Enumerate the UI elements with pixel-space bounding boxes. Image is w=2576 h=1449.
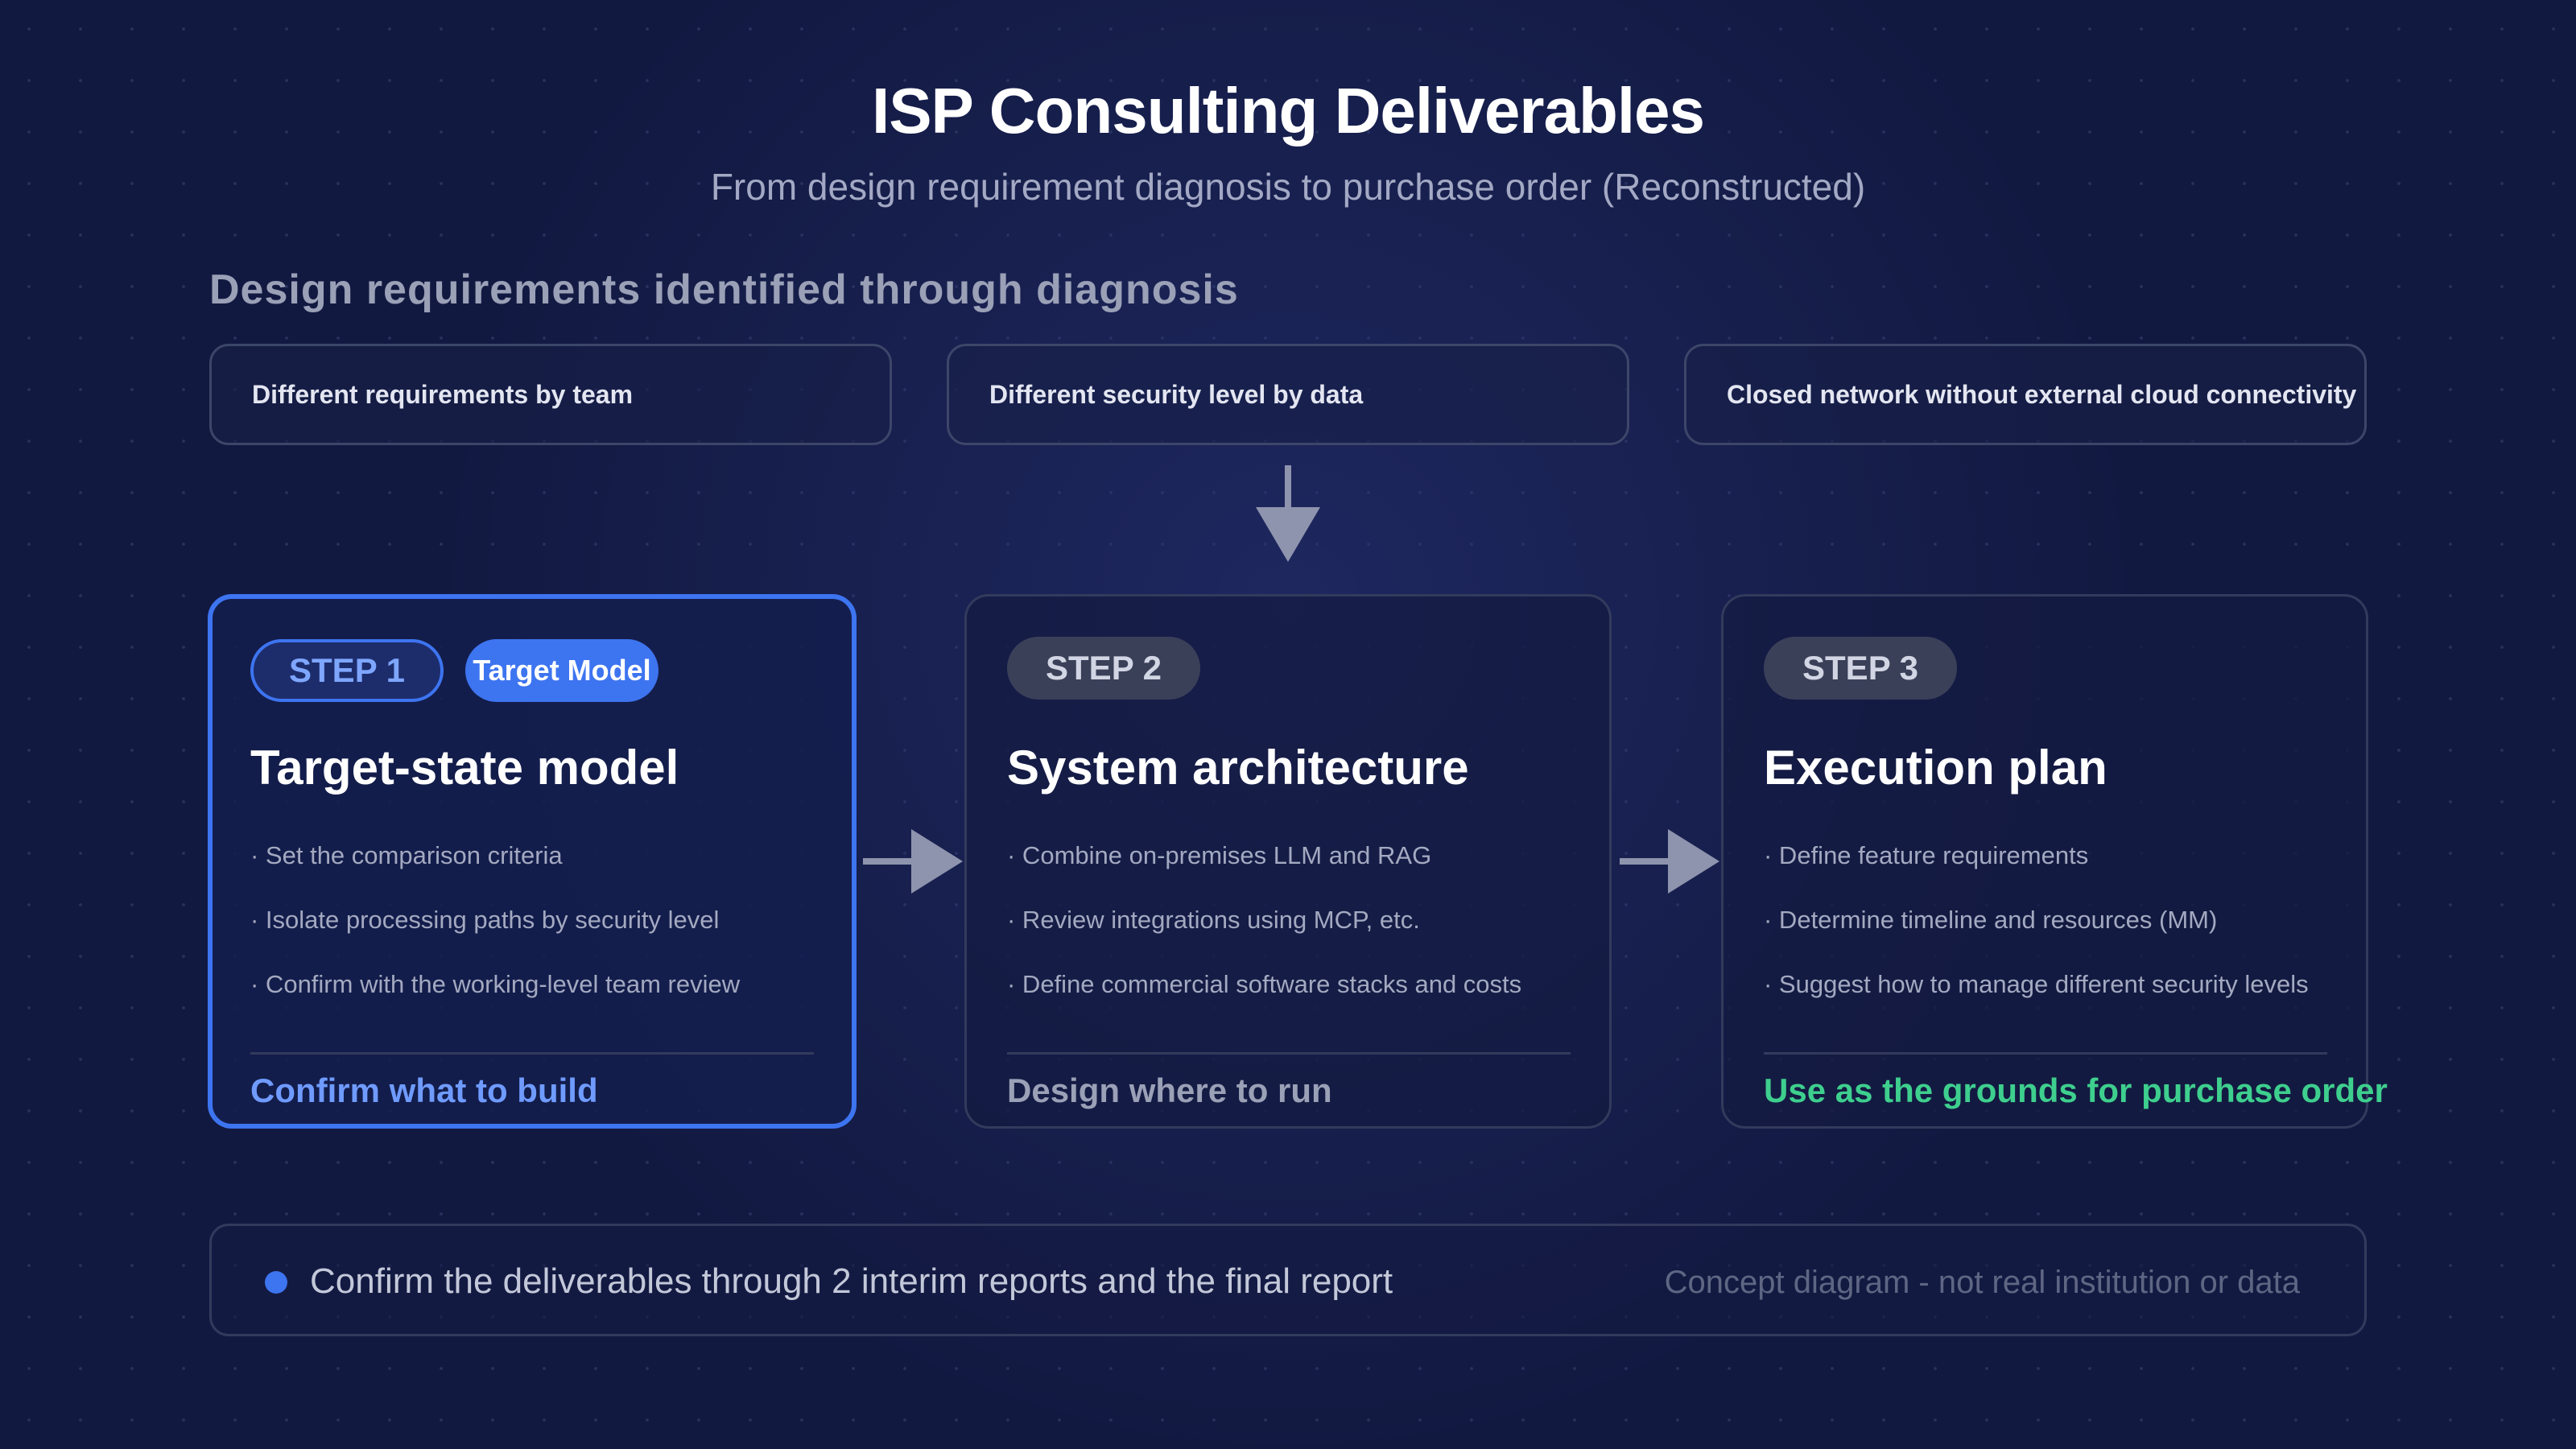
- step-bullet: · Combine on-premises LLM and RAG: [1007, 841, 1432, 869]
- target-model-tag: Target Model: [465, 639, 658, 702]
- requirement-box-security: Different security level by data: [947, 344, 1629, 445]
- requirements-heading: Design requirements identified through d…: [209, 266, 1239, 313]
- step-badge: STEP 3: [1764, 637, 1957, 700]
- step-footer: Use as the grounds for purchase order: [1764, 1071, 2388, 1109]
- arrow-down-icon: [1256, 465, 1320, 562]
- step-footer: Design where to run: [1007, 1071, 1332, 1109]
- step-bullet: · Define commercial software stacks and …: [1007, 970, 1522, 998]
- step-bullet-list: · Set the comparison criteria · Isolate …: [250, 840, 740, 1033]
- page-title: ISP Consulting Deliverables: [871, 75, 1705, 147]
- step-card-2: STEP 2 System architecture · Combine on-…: [964, 594, 1612, 1129]
- step-bullet: · Review integrations using MCP, etc.: [1007, 906, 1420, 934]
- page-subtitle: From design requirement diagnosis to pur…: [710, 166, 1866, 208]
- requirement-box-team: Different requirements by team: [209, 344, 892, 445]
- step-bullet-list: · Define feature requirements · Determin…: [1764, 840, 2309, 1033]
- step-divider: [1007, 1052, 1571, 1055]
- step-bullet: · Set the comparison criteria: [250, 841, 563, 869]
- step-badge: STEP 1: [250, 639, 444, 702]
- requirement-box-network: Closed network without external cloud co…: [1684, 344, 2367, 445]
- step-bullet: · Suggest how to manage different securi…: [1764, 970, 2309, 998]
- step-card-1: STEP 1 Target Model Target-state model ·…: [208, 594, 857, 1129]
- step-bullet-list: · Combine on-premises LLM and RAG · Revi…: [1007, 840, 1521, 1033]
- step-title: Execution plan: [1764, 741, 2107, 795]
- step-divider: [250, 1052, 814, 1055]
- disclaimer-note: Concept diagram - not real institution o…: [1664, 1265, 2300, 1300]
- step-divider: [1764, 1052, 2327, 1055]
- requirement-label: Different requirements by team: [252, 379, 634, 409]
- bullet-dot-icon: [265, 1271, 287, 1294]
- step-bullet: · Isolate processing paths by security l…: [250, 906, 720, 934]
- requirement-label: Closed network without external cloud co…: [1727, 379, 2357, 409]
- step-title: System architecture: [1007, 741, 1469, 795]
- summary-text: Confirm the deliverables through 2 inter…: [310, 1261, 1393, 1301]
- step-bullet: · Confirm with the working-level team re…: [250, 970, 741, 998]
- arrow-right-icon: [863, 829, 963, 894]
- requirement-label: Different security level by data: [989, 379, 1364, 409]
- step-title: Target-state model: [250, 741, 679, 795]
- summary-bar: Confirm the deliverables through 2 inter…: [209, 1224, 2367, 1336]
- step-card-3: STEP 3 Execution plan · Define feature r…: [1721, 594, 2388, 1129]
- step-bullet: · Determine timeline and resources (MM): [1764, 906, 2218, 934]
- step-footer: Confirm what to build: [250, 1071, 598, 1109]
- step-badge: STEP 2: [1007, 637, 1200, 700]
- arrow-right-icon: [1620, 829, 1719, 894]
- step-bullet: · Define feature requirements: [1764, 841, 2089, 869]
